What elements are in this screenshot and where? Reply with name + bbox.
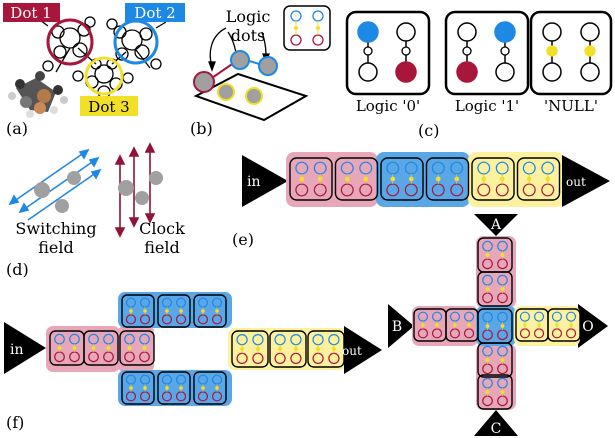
panel-a: Dot 1 Dot 2 Dot 3 (a) — [3, 3, 185, 138]
panel-a-label: (a) — [6, 119, 28, 138]
qca-cell — [334, 157, 379, 201]
input-a-label: A — [490, 217, 502, 233]
qca-cell — [121, 294, 155, 328]
fanout-cells — [49, 294, 345, 405]
cell-logic-0 — [345, 10, 431, 96]
zone-yellow-g-right — [514, 306, 580, 346]
input-arrow — [242, 155, 288, 207]
clock-field-spheres — [118, 171, 163, 205]
panel-e-label: (e) — [232, 230, 254, 249]
zone-blue-f-top — [118, 292, 232, 328]
zone-blue-g-center — [476, 306, 516, 346]
qca-cell — [269, 330, 307, 368]
output-arrow — [562, 155, 610, 207]
output-o-arrow — [578, 304, 608, 348]
panel-f: in out (f) — [4, 292, 382, 432]
logic-dots-label-line2: dots — [231, 26, 266, 45]
panel-e: in out (e) — [232, 152, 610, 249]
qca-cell — [289, 157, 333, 201]
input-c-label: C — [491, 421, 502, 437]
cell-logic-1 — [444, 10, 530, 96]
switching-field-arrows — [8, 148, 102, 221]
molecule-3d-model — [8, 71, 68, 118]
logic-dot-spheres — [193, 50, 278, 105]
qca-cell — [477, 374, 513, 410]
input-a-arrow — [474, 214, 518, 236]
output-label: out — [566, 175, 586, 189]
zone-yellow-f — [228, 328, 346, 370]
qca-cell — [121, 371, 155, 405]
dot1-ring — [46, 18, 94, 66]
state-label-null: 'NULL' — [544, 97, 598, 115]
panel-majority-gate: A B C O — [388, 214, 608, 437]
state-label-logic-1: Logic '1' — [455, 97, 519, 115]
majority-cells — [413, 237, 581, 410]
mini-cell-icon — [283, 5, 331, 51]
clock-field-arrows — [114, 142, 156, 238]
output-label-f: out — [342, 344, 362, 358]
switching-field-label-line1: Switching — [15, 219, 96, 238]
dot3-label-bg — [80, 96, 138, 116]
input-label: in — [247, 174, 261, 190]
panel-d: Switching field Clock field (d) — [6, 142, 185, 279]
dot1-label: Dot 1 — [10, 4, 51, 22]
qca-cell — [477, 342, 513, 378]
qca-cell — [83, 330, 119, 366]
qca-cell — [516, 157, 561, 201]
zone-blue-f-bottom — [118, 370, 232, 406]
qca-cell — [307, 330, 345, 368]
input-label-f: in — [10, 342, 24, 358]
qca-cell — [193, 371, 227, 405]
clock-field-label-line2: field — [144, 238, 180, 257]
qca-cell — [119, 330, 155, 366]
qca-cell — [193, 294, 227, 328]
panel-c: Logic '0' Logic '1' 'NULL' (c — [345, 10, 613, 140]
wire-cells — [289, 157, 561, 201]
logic-dots-label-line1: Logic — [226, 7, 271, 26]
zone-yellow — [468, 152, 564, 207]
output-arrow-f — [344, 326, 382, 374]
input-b-arrow — [388, 304, 414, 348]
cell-null — [529, 10, 613, 96]
input-c-arrow — [474, 410, 518, 436]
dot3-ring — [84, 56, 124, 96]
dot2-label: Dot 2 — [134, 4, 175, 22]
output-o-label: O — [582, 319, 593, 335]
qca-cell — [157, 294, 191, 328]
panel-d-label: (d) — [6, 260, 29, 279]
qca-cell — [547, 308, 581, 342]
clock-field-label-line1: Clock — [139, 219, 185, 238]
switching-field-spheres — [34, 171, 81, 213]
qca-cell — [477, 308, 513, 344]
switching-field-label-line2: field — [38, 238, 74, 257]
zone-pink-g-left — [412, 306, 478, 346]
qca-cell — [425, 157, 470, 201]
panel-f-label: (f) — [6, 413, 24, 432]
dot1-label-bg — [3, 3, 60, 22]
qca-cell — [477, 271, 513, 307]
panel-b: Logic dots — [190, 5, 331, 138]
panel-c-label: (c) — [418, 121, 439, 140]
qca-cell — [157, 371, 191, 405]
input-arrow-f — [4, 322, 46, 374]
qca-cell — [471, 157, 515, 201]
dot2-label-bg — [125, 3, 185, 22]
qca-cell — [231, 330, 269, 368]
state-label-logic-0: Logic '0' — [356, 97, 420, 115]
panel-b-label: (b) — [190, 119, 213, 138]
dot3-label: Dot 3 — [88, 98, 129, 116]
qca-cell — [380, 157, 424, 201]
input-b-label: B — [392, 319, 402, 335]
